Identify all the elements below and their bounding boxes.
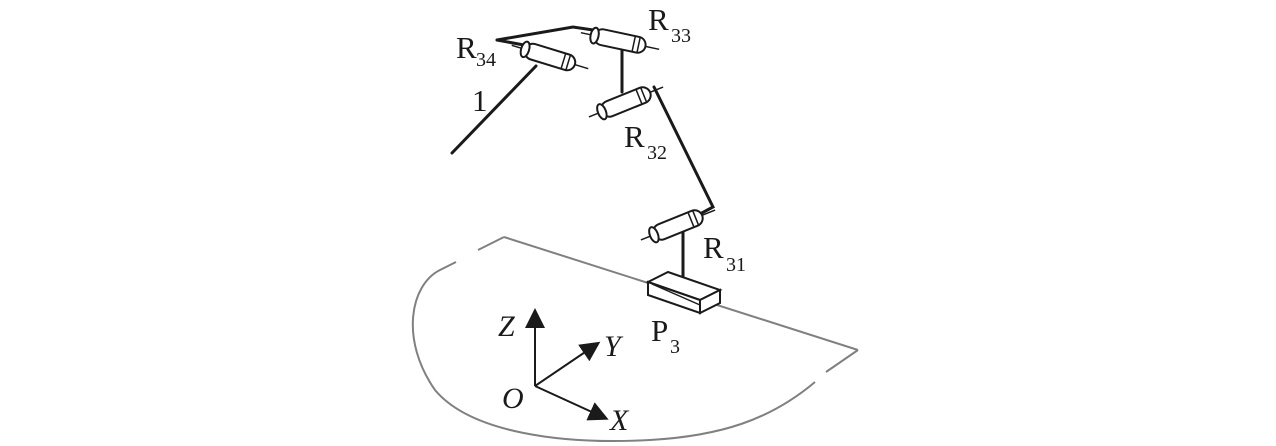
label-r33: R 33 <box>648 2 691 47</box>
label-r33-sub: 33 <box>671 25 691 47</box>
label-r31-main: R <box>703 230 724 265</box>
label-r31: R 31 <box>703 230 746 276</box>
label-p3-main: P <box>651 313 668 348</box>
kinematic-links <box>450 25 715 282</box>
origin-label: O <box>502 382 524 415</box>
label-r34-sub: 34 <box>476 49 496 71</box>
label-r34: R 34 <box>456 30 496 71</box>
label-r33-main: R <box>648 2 669 37</box>
coordinate-frame: Z Y X O <box>498 308 630 437</box>
joint-p3 <box>645 270 723 315</box>
z-axis-label: Z <box>498 310 515 343</box>
label-r32-sub: 32 <box>647 142 667 164</box>
label-r32-main: R <box>624 119 645 154</box>
label-r31-sub: 31 <box>726 254 746 276</box>
label-p3-sub: 3 <box>670 336 680 358</box>
label-p3: P 3 <box>651 313 680 358</box>
y-axis <box>534 341 601 387</box>
label-r32: R 32 <box>624 119 667 164</box>
label-link-1: 1 <box>472 83 488 118</box>
top-link <box>495 25 602 42</box>
y-axis-label: Y <box>604 330 624 363</box>
ground-plane <box>411 236 859 443</box>
x-axis <box>534 385 609 421</box>
label-r34-main: R <box>456 30 477 65</box>
link-r32-r31 <box>652 85 715 216</box>
x-axis-label: X <box>609 404 630 437</box>
link-1 <box>450 64 538 155</box>
